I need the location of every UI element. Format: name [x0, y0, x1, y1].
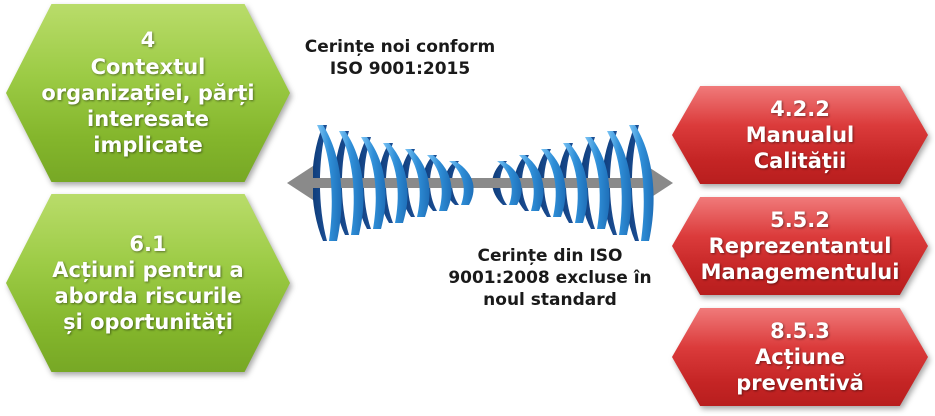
clause-title-line: aborda riscurile: [54, 284, 242, 308]
spring-coil-front: [361, 137, 386, 229]
hexagon-text: 6.1 Acțiuni pentru a aborda riscurile și…: [18, 231, 277, 336]
spring-front-coils: [317, 125, 654, 241]
clause-title-line: interesate: [87, 107, 209, 132]
spring-coil-front: [497, 161, 522, 205]
hexagon-risk-actions: 6.1 Acțiuni pentru a aborda riscurile și…: [6, 194, 290, 372]
caption-line: Cerințe noi conform: [304, 37, 496, 57]
spring-coil-front: [563, 143, 588, 223]
caption-line: noul standard: [483, 290, 617, 311]
hexagon-text: 4.2.2 Manualul Calității: [672, 96, 928, 175]
caption-line: Cerințe din ISO: [477, 246, 623, 266]
hexagon-management-representative: 5.5.2 Reprezentantul Managementului: [672, 197, 928, 295]
spring-coil-front: [339, 131, 364, 235]
hexagon-shape-red: [672, 86, 928, 184]
hexagon-shape-green: [6, 194, 290, 372]
double-arrow: [287, 166, 673, 200]
hexagon-text: 5.5.2 Reprezentantul Managementului: [667, 207, 934, 286]
hexagon-context-organization: 4 Contextul organizației, părți interesa…: [6, 4, 290, 182]
hexagon-shape-red: [672, 197, 928, 295]
arrow-shaft: [307, 178, 653, 188]
spring-coil-front: [585, 137, 610, 229]
hexagon-quality-manual: 4.2.2 Manualul Calității: [672, 86, 928, 184]
caption-line: ISO 9001:2015: [329, 59, 471, 80]
clause-title-line: Acțiune preventivă: [736, 344, 864, 396]
clause-title-line: și oportunități: [63, 310, 233, 335]
spring-coil-front: [427, 155, 452, 211]
hexagon-text: 8.5.3 Acțiune preventivă: [672, 318, 928, 397]
arrow-head-left: [287, 166, 313, 200]
clause-number: 5.5.2: [770, 207, 830, 232]
spring-coil-front: [449, 161, 474, 205]
hexagon-shape-red: [672, 308, 928, 406]
spring-coil-front: [519, 155, 544, 211]
clause-number: 4: [140, 28, 156, 53]
arrow-head-right: [647, 166, 673, 200]
spring-coil-front: [629, 125, 654, 241]
hexagon-preventive-action: 8.5.3 Acțiune preventivă: [672, 308, 928, 406]
caption-new-requirements: Cerințe noi conform ISO 9001:2015: [290, 36, 510, 80]
spring-arrow-graphic: [287, 125, 673, 241]
spring-coil-front: [405, 149, 430, 217]
spring-coil-front: [383, 143, 408, 223]
spring-coil-front: [541, 149, 566, 217]
hexagon-text: 4 Contextul organizației, părți interesa…: [7, 27, 288, 158]
spring-coil-front: [607, 131, 632, 235]
clause-title-line: Managementului: [700, 260, 900, 285]
clause-title-line: Reprezentantul: [708, 233, 892, 258]
clause-number: 4.2.2: [770, 96, 830, 121]
clause-title-line: organizației, părți: [41, 80, 255, 105]
clause-title-line: Manualul Calității: [745, 122, 855, 174]
clause-title-line: Contextul: [90, 54, 206, 79]
caption-line: 9001:2008 excluse în: [448, 268, 652, 289]
clause-number: 8.5.3: [770, 318, 830, 343]
clause-title-line: Acțiuni pentru a: [52, 257, 244, 282]
hexagon-shape-green: [6, 4, 290, 182]
clause-title-line: implicate: [93, 133, 203, 158]
spring-coil-front: [317, 125, 342, 241]
caption-excluded-requirements: Cerințe din ISO 9001:2008 excluse în nou…: [430, 245, 670, 311]
clause-number: 6.1: [129, 231, 167, 256]
